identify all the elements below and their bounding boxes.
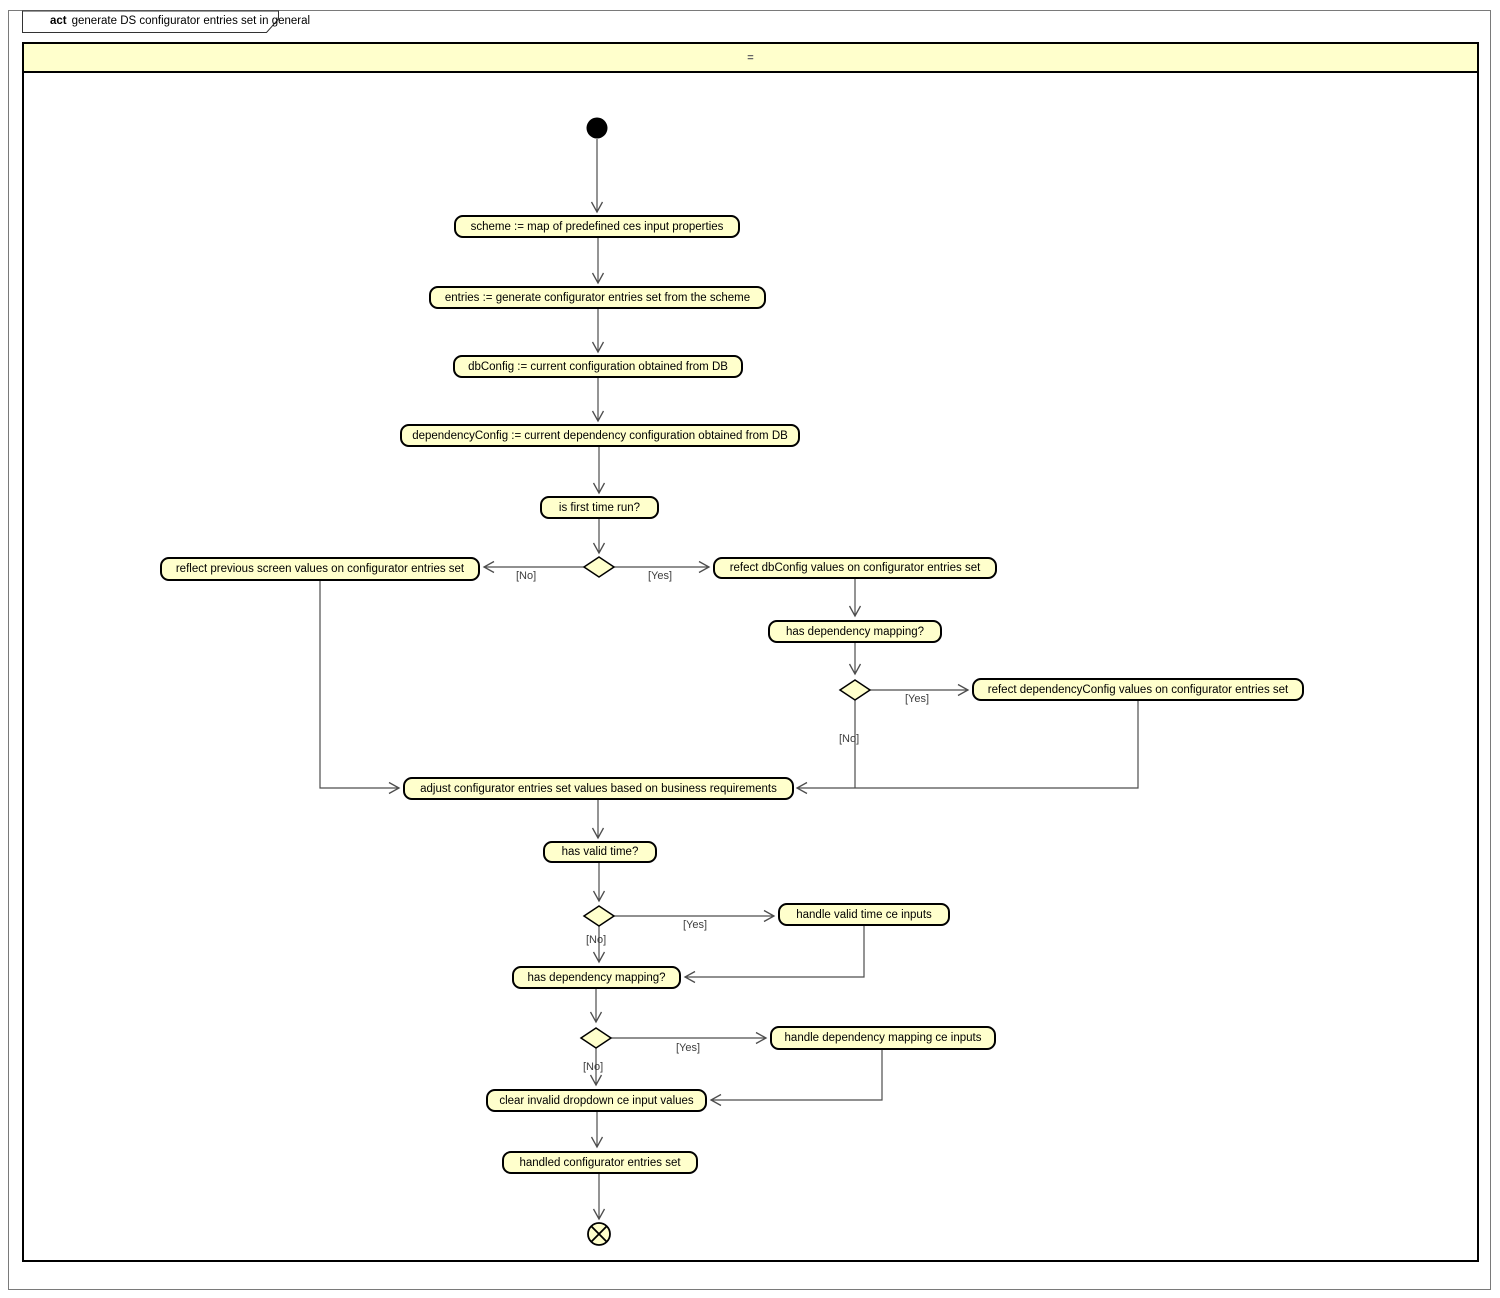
action-clear-invalid: clear invalid dropdown ce input values — [486, 1089, 707, 1112]
decision-first-time-diamond — [582, 556, 616, 578]
decision-dep-mapping-2-diamond — [579, 1027, 613, 1049]
guard-dep-mapping-1-no: [No] — [839, 733, 860, 745]
action-entries: entries := generate configurator entries… — [429, 286, 766, 309]
initial-node-icon — [586, 117, 608, 139]
frame-keyword: act — [50, 15, 67, 27]
action-reflect-previous: reflect previous screen values on config… — [160, 557, 480, 581]
action-dependencyconfig: dependencyConfig := current dependency c… — [400, 424, 800, 447]
guard-valid-time-yes: [Yes] — [683, 919, 708, 931]
action-refect-depconfig: refect dependencyConfig values on config… — [972, 678, 1304, 701]
frame-tab-shape — [22, 10, 279, 33]
partition-label: = — [747, 51, 754, 64]
frame-title-text: generate DS configurator entries set in … — [71, 15, 311, 27]
guard-valid-time-no: [No] — [586, 934, 607, 946]
guard-first-time-yes: [Yes] — [648, 570, 673, 582]
edge-refectdepconfig-to-adjust — [795, 701, 1139, 795]
frame-title: act generate DS configurator entries set … — [22, 10, 310, 33]
action-has-valid-time: has valid time? — [543, 841, 657, 863]
decision-dep-mapping-1-diamond — [838, 679, 872, 701]
action-scheme: scheme := map of predefined ces input pr… — [454, 215, 740, 238]
action-refect-dbconfig: refect dbConfig values on configurator e… — [713, 557, 997, 579]
action-handle-dep-mapping: handle dependency mapping ce inputs — [770, 1026, 996, 1050]
guard-dep-mapping-2-no: [No] — [583, 1061, 604, 1073]
action-first-time-question: is first time run? — [540, 496, 659, 519]
guard-first-time-no: [No] — [516, 570, 537, 582]
action-handle-valid-time: handle valid time ce inputs — [778, 903, 950, 926]
edge-handlevalidtime-to-hasdepmapping2 — [683, 926, 865, 984]
flow-final-icon — [587, 1222, 611, 1246]
action-adjust: adjust configurator entries set values b… — [403, 777, 794, 800]
action-handled: handled configurator entries set — [502, 1151, 698, 1174]
action-dbconfig: dbConfig := current configuration obtain… — [453, 355, 743, 378]
decision-valid-time-diamond — [582, 905, 616, 927]
action-has-dep-mapping-2: has dependency mapping? — [512, 966, 681, 989]
action-has-dep-mapping-1: has dependency mapping? — [768, 620, 942, 643]
edge-reflectprevious-to-adjust — [319, 580, 401, 795]
edge-handledepmapping-to-clearinvalid — [709, 1050, 883, 1107]
guard-dep-mapping-1-yes: [Yes] — [905, 693, 930, 705]
partition-header: = — [22, 42, 1479, 73]
diagram-outer-border — [8, 10, 1491, 1290]
guard-dep-mapping-2-yes: [Yes] — [676, 1042, 701, 1054]
